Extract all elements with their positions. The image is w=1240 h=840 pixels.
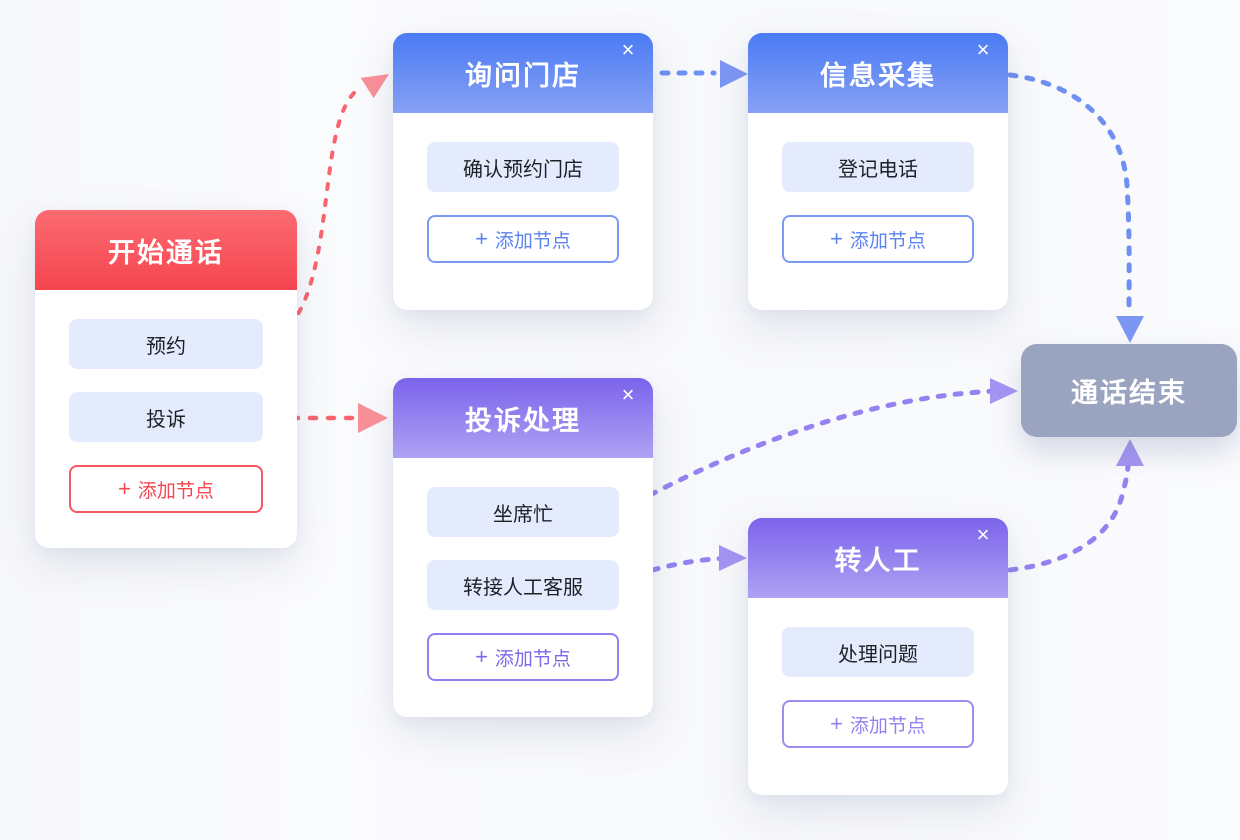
- node-body: 预约 投诉 + 添加节点: [35, 290, 297, 513]
- branch-item-register-phone[interactable]: 登记电话: [782, 142, 974, 192]
- close-icon[interactable]: ×: [613, 35, 643, 65]
- node-ask-store[interactable]: 询问门店 × 确认预约门店 + 添加节点: [393, 33, 653, 310]
- close-icon[interactable]: ×: [968, 35, 998, 65]
- add-node-label: 添加节点: [494, 230, 571, 252]
- add-node-label: 添加节点: [849, 715, 926, 737]
- node-title: 通话结束: [1071, 378, 1187, 408]
- node-title: 投诉处理: [465, 405, 581, 436]
- node-title: 转人工: [834, 545, 922, 576]
- node-body: 确认预约门店 + 添加节点: [393, 113, 653, 263]
- node-body: 坐席忙 转接人工客服 + 添加节点: [393, 458, 653, 681]
- branch-item-transfer-agent[interactable]: 转接人工客服: [427, 560, 619, 610]
- plus-icon: +: [830, 226, 843, 251]
- node-body: 处理问题 + 添加节点: [748, 598, 1008, 748]
- close-icon[interactable]: ×: [968, 520, 998, 550]
- add-node-button[interactable]: + 添加节点: [427, 215, 619, 263]
- node-start-call-header: 开始通话: [35, 210, 297, 290]
- edge-complaint-zuoximang-to-end: [611, 378, 1018, 520]
- node-complaint-handle-header: 投诉处理 ×: [393, 378, 653, 458]
- node-ask-store-header: 询问门店 ×: [393, 33, 653, 113]
- node-title: 询问门店: [465, 60, 581, 91]
- branch-item-confirm-store[interactable]: 确认预约门店: [427, 142, 619, 192]
- branch-item-handle-issue[interactable]: 处理问题: [782, 627, 974, 677]
- branch-item-tousu[interactable]: 投诉: [69, 392, 263, 442]
- node-title: 信息采集: [820, 60, 936, 91]
- node-body: 登记电话 + 添加节点: [748, 113, 1008, 263]
- edge-info-collect-to-end: [1007, 72, 1144, 343]
- close-icon[interactable]: ×: [613, 380, 643, 410]
- node-info-collect[interactable]: 信息采集 × 登记电话 + 添加节点: [748, 33, 1008, 310]
- add-node-label: 添加节点: [849, 230, 926, 252]
- edge-ask-store-to-info-collect: [659, 60, 748, 88]
- node-to-human[interactable]: 转人工 × 处理问题 + 添加节点: [748, 518, 1008, 795]
- branch-item-yuyue[interactable]: 预约: [69, 319, 263, 369]
- plus-icon: +: [830, 711, 843, 736]
- plus-icon: +: [475, 226, 488, 251]
- edge-human-to-end: [1007, 439, 1144, 573]
- add-node-button[interactable]: + 添加节点: [782, 215, 974, 263]
- plus-icon: +: [475, 644, 488, 669]
- plus-icon: +: [118, 476, 131, 501]
- add-node-label: 添加节点: [137, 480, 214, 502]
- add-node-button[interactable]: + 添加节点: [69, 465, 263, 513]
- branch-item-agent-busy[interactable]: 坐席忙: [427, 487, 619, 537]
- add-node-button[interactable]: + 添加节点: [782, 700, 974, 748]
- node-call-end[interactable]: 通话结束: [1021, 344, 1237, 437]
- node-complaint-handle[interactable]: 投诉处理 × 坐席忙 转接人工客服 + 添加节点: [393, 378, 653, 717]
- node-to-human-header: 转人工 ×: [748, 518, 1008, 598]
- add-node-button[interactable]: + 添加节点: [427, 633, 619, 681]
- add-node-label: 添加节点: [494, 648, 571, 670]
- node-info-collect-header: 信息采集 ×: [748, 33, 1008, 113]
- node-start-call[interactable]: 开始通话 预约 投诉 + 添加节点: [35, 210, 297, 548]
- node-title: 开始通话: [108, 237, 224, 268]
